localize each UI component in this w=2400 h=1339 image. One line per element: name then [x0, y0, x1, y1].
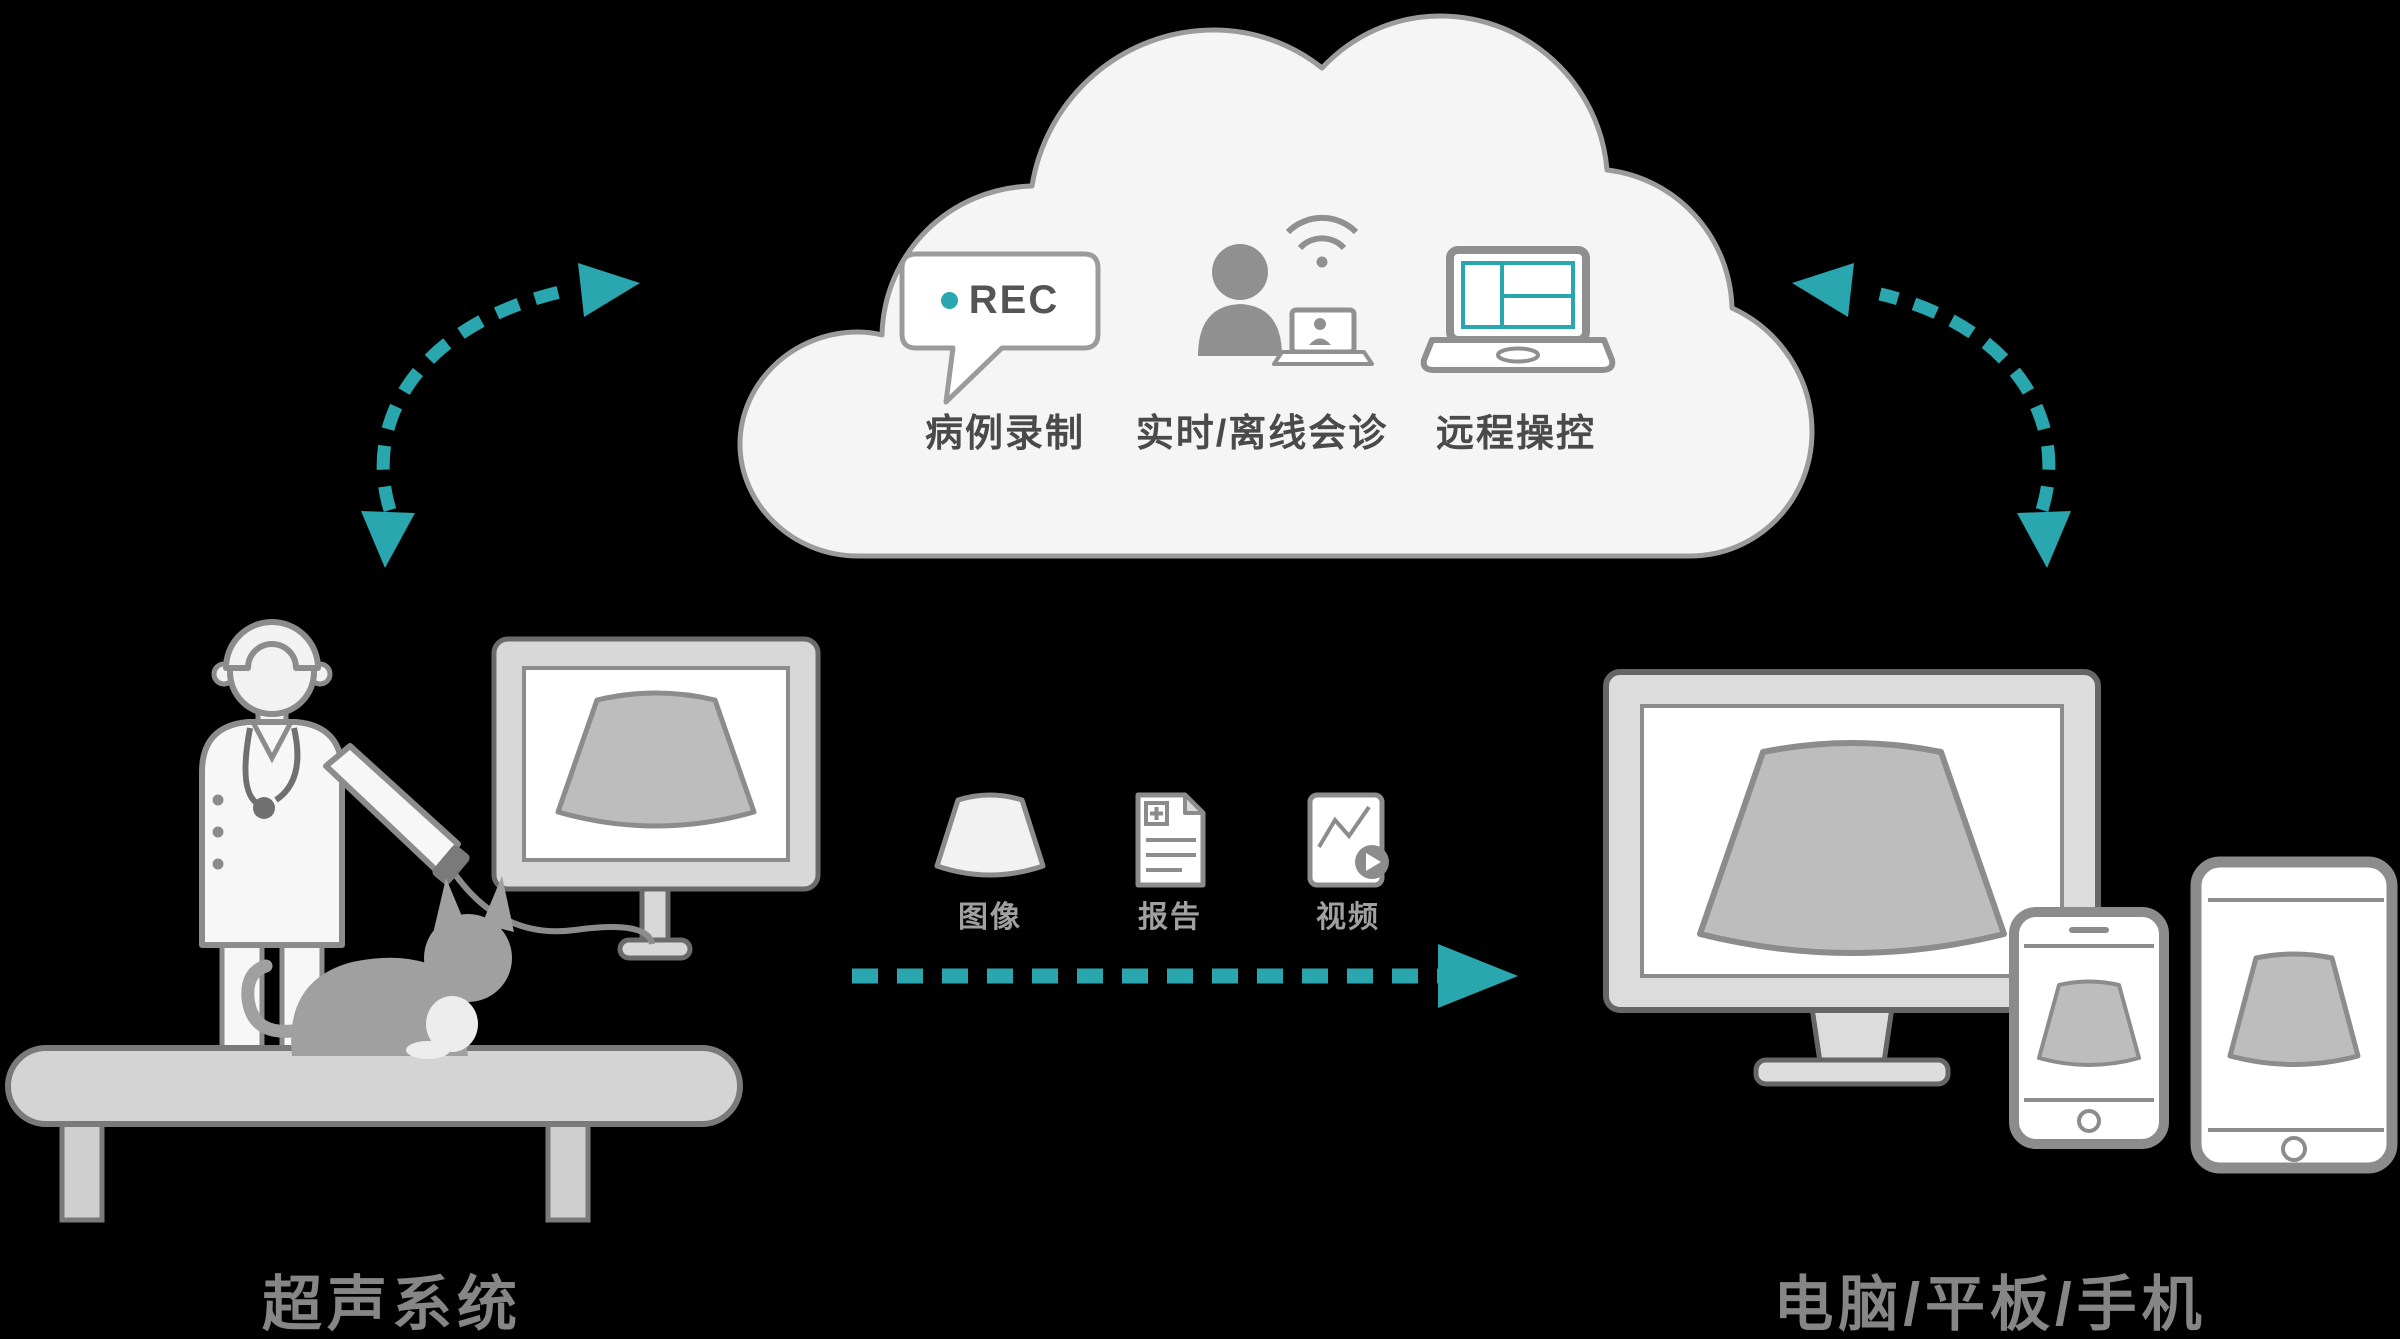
feature-label-case-recording: 病例录制	[924, 413, 1086, 455]
cat-patient	[241, 876, 514, 1059]
tablet-device	[2190, 856, 2398, 1174]
rec-speech-bubble-icon	[899, 251, 1101, 405]
monitor-ultrasound-fan	[1697, 740, 2007, 956]
transfer-label-video: 视频	[1316, 901, 1380, 934]
video-clip-icon	[1307, 792, 1389, 888]
feature-label-consultation: 实时/离线会诊	[1135, 413, 1389, 455]
arrowhead-to-devices	[2017, 511, 2071, 568]
vet-arm	[323, 743, 461, 875]
laptop-base	[1272, 350, 1374, 366]
monitor-stand-base	[1753, 1057, 1951, 1087]
person-body	[1198, 304, 1282, 356]
desktop-monitor	[1603, 669, 2101, 1087]
remote-consultation-icon	[1198, 214, 1374, 366]
devices-label: 电脑/平板/手机	[1773, 1271, 2207, 1338]
laptop-screen-person-body	[1309, 338, 1331, 345]
table-leg-left	[59, 1117, 105, 1223]
transfer-label-image: 图像	[958, 901, 1022, 934]
rec-badge-text: REC	[968, 277, 1060, 322]
probe-cable	[449, 868, 655, 945]
cat-head	[424, 914, 512, 1002]
arrowhead-right	[1438, 944, 1518, 1008]
smartphone-device	[2009, 907, 2169, 1149]
tablet-ultrasound-fan	[2227, 951, 2361, 1067]
laptop-screen	[1289, 307, 1357, 355]
arrowhead-to-cloud-left	[578, 263, 640, 317]
coat-button-2	[212, 826, 224, 838]
stethoscope-tube	[242, 727, 301, 807]
exam-table-top	[5, 1045, 743, 1127]
cat-tail	[241, 959, 307, 1038]
chart-zigzag-line	[1317, 805, 1371, 849]
person-head	[1212, 244, 1268, 300]
ultrasound-probe	[432, 845, 470, 885]
report-document-icon	[1135, 792, 1206, 888]
tablet-home-button	[2281, 1136, 2307, 1162]
document-folded-corner	[1183, 793, 1205, 815]
stethoscope-chestpiece	[253, 797, 275, 819]
coat-button-3	[212, 858, 224, 870]
cat-body	[291, 957, 468, 1056]
remote-desktop-icon	[1420, 246, 1616, 373]
laptop-screen-person-head	[1314, 318, 1326, 330]
cloud-shape	[737, 13, 1815, 559]
right-cloud-sync-arrow	[1792, 263, 2071, 568]
vet-collar	[251, 722, 293, 764]
coat-button-1	[212, 794, 224, 806]
feature-label-remote-control: 远程操控	[1435, 413, 1597, 455]
rec-badge: REC	[902, 252, 1098, 348]
cat-chest-patch	[426, 996, 478, 1052]
ultrasound-system-scene	[5, 619, 821, 1223]
data-transfer-arrow	[852, 944, 1518, 1008]
cat-paw	[406, 1041, 450, 1059]
ultrasound-system-label: 超声系统	[262, 1271, 522, 1338]
wifi-arc-inner	[1297, 235, 1347, 251]
arrowhead-to-system	[361, 511, 415, 568]
arrowhead-to-cloud-right	[1792, 263, 1854, 317]
phone-home-button	[2077, 1109, 2101, 1133]
rec-dot-icon	[940, 291, 958, 309]
wifi-dot	[1316, 256, 1328, 268]
vet-hair	[223, 619, 321, 671]
phone-speaker	[2069, 927, 2109, 933]
table-leg-right	[545, 1117, 591, 1223]
remote-laptop-button	[1496, 346, 1540, 364]
play-triangle	[1366, 853, 1381, 871]
cat-ear-right	[482, 876, 514, 932]
monitor-stand-neck	[1809, 1005, 1895, 1065]
phone-ultrasound-fan	[2037, 979, 2141, 1067]
wifi-arc-outer	[1285, 214, 1359, 235]
ultrasound-image-icon	[934, 792, 1046, 878]
ultrasound-fan-image	[555, 690, 757, 829]
transfer-label-report: 报告	[1138, 901, 1202, 934]
monitor-foot	[617, 937, 693, 961]
left-cloud-sync-arrow	[361, 263, 640, 568]
